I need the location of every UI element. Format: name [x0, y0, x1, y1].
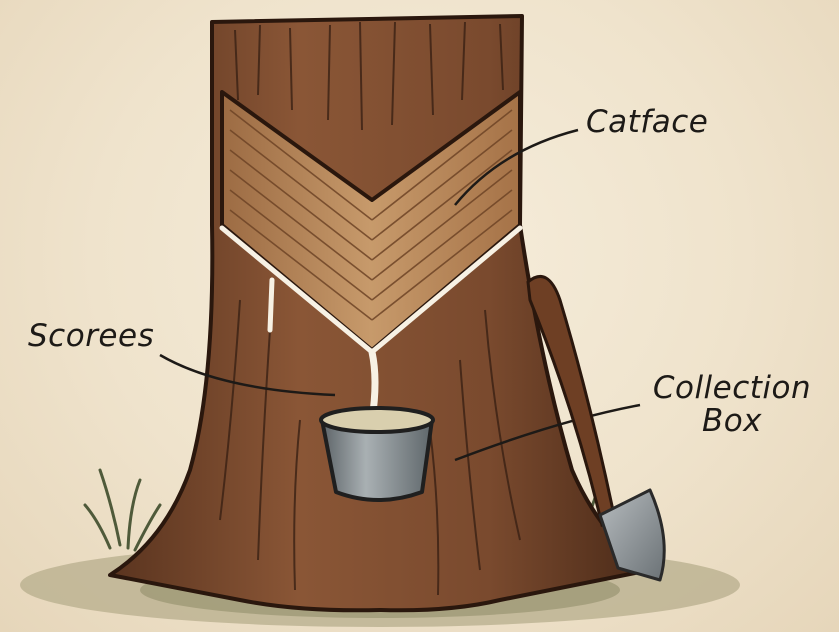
grass-left [85, 470, 160, 550]
collection-box-label-line2: Box [652, 405, 812, 438]
scorees-label: Scorees [28, 320, 154, 353]
collection-pot-rim [321, 408, 433, 432]
collection-box-label: Collection Box [652, 372, 812, 437]
catface-label: Catface [586, 106, 708, 139]
collection-box-label-line1: Collection [652, 372, 812, 405]
